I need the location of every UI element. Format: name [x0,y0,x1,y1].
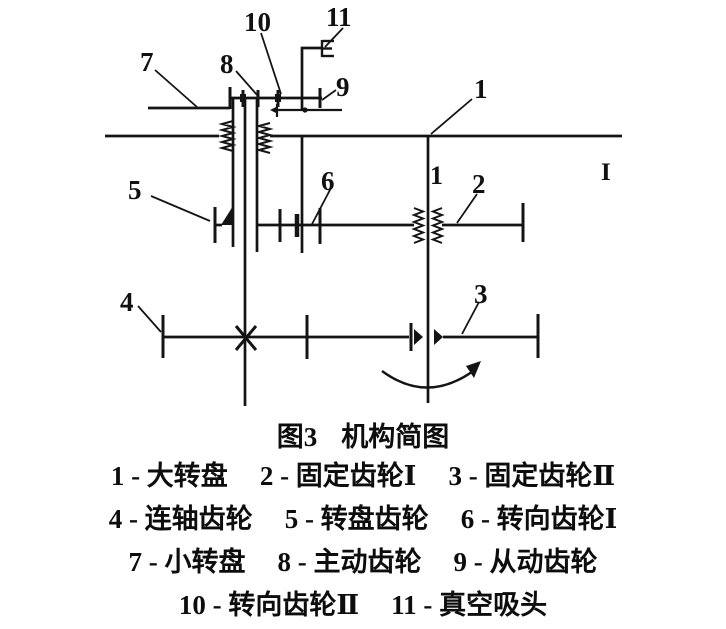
part-label-10: 10 [244,7,271,37]
bearing-serration-icon [218,120,274,154]
legend-item: 8 - 主动齿轮 [277,547,422,577]
legend-item: 10 - 转向齿轮Ⅱ [178,590,360,620]
part-label-5: 5 [128,175,142,205]
legend-item: 4 - 连轴齿轮 [108,504,253,534]
vacuum-head-symbol [320,39,334,58]
sleeve-shafts [231,98,304,253]
figure-title: 机构简图 [341,421,450,452]
part-label-6: 6 [321,166,335,196]
leader-lines [137,27,480,335]
vacuum-head-arm [300,46,321,110]
bottom-gear-row [161,314,540,359]
part-label-8: 8 [220,49,234,79]
part-label-4: 4 [120,287,134,317]
legend-item: 6 - 转向齿轮Ⅰ [460,504,618,534]
fixed-joint-x-icon [234,325,258,351]
axis-mark-label: I [601,159,611,186]
small-turntable-bracket [270,104,342,117]
part-label-1: 1 [474,74,488,104]
legend-row-3: 7 - 小转盘 8 - 主动齿轮 9 - 从动齿轮 [0,538,726,581]
part-label-9: 9 [336,72,350,102]
legend-item: 3 - 固定齿轮Ⅱ [448,461,616,491]
part-label-2: 2 [472,169,486,199]
part-label-7: 7 [140,47,154,77]
figure-number: 图3 [276,421,318,452]
legend-item: 11 - 真空吸头 [391,590,548,620]
legend-item: 2 - 固定齿轮Ⅰ [259,461,417,491]
legend-item: 1 - 大转盘 [110,461,228,491]
legend-item: 5 - 转盘齿轮 [284,504,429,534]
rotation-arrow-icon [381,361,481,389]
parts-legend: 1 - 大转盘 2 - 固定齿轮Ⅰ 3 - 固定齿轮Ⅱ 4 - 连轴齿轮 5 -… [0,452,726,624]
legend-row-2: 4 - 连轴齿轮 5 - 转盘齿轮 6 - 转向齿轮Ⅰ [0,495,726,538]
part-label-11: 11 [326,2,352,32]
legend-row-4: 10 - 转向齿轮Ⅱ 11 - 真空吸头 [0,581,726,624]
middle-gear-row [213,203,525,244]
part-label-3: 3 [474,279,488,309]
legend-item: 9 - 从动齿轮 [453,547,598,577]
figure-caption: 图3 机构简图 [0,416,726,452]
shaft-mark-label: 1 [430,161,443,190]
legend-row-1: 1 - 大转盘 2 - 固定齿轮Ⅰ 3 - 固定齿轮Ⅱ [0,452,726,495]
legend-item: 7 - 小转盘 [128,547,246,577]
